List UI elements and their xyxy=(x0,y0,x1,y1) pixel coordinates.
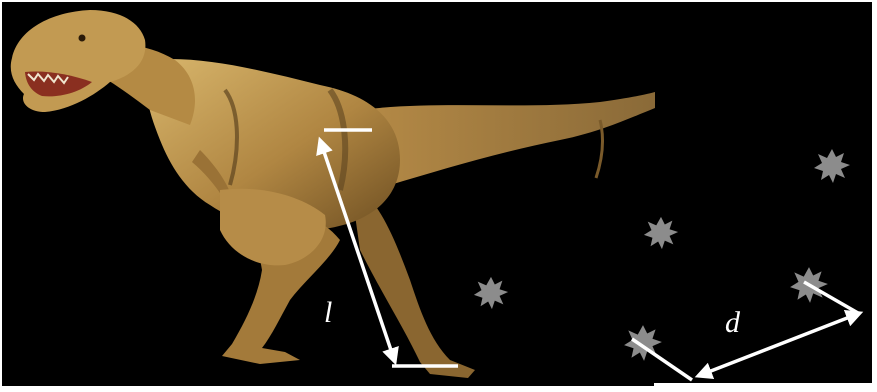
dinosaur-eye xyxy=(79,35,86,42)
background-right xyxy=(654,2,872,383)
right-panel-bottom-edge xyxy=(654,383,872,392)
stride-length-label: d xyxy=(725,306,741,339)
leg-length-label: l xyxy=(324,296,332,329)
